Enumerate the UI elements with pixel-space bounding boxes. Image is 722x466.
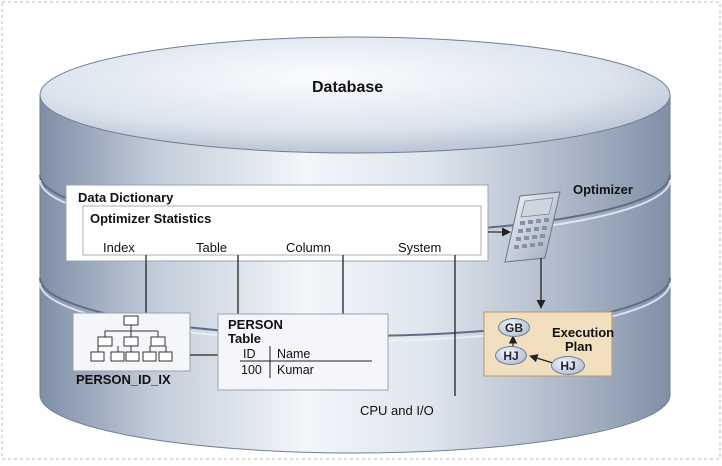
table-header-name: Name [277, 347, 311, 361]
stat-column: Column [286, 240, 331, 255]
optimizer-label: Optimizer [573, 182, 633, 197]
plan-node-hj-outer: HJ [551, 356, 585, 375]
database-title: Database [312, 79, 384, 96]
execution-plan-title-line2: Plan [565, 339, 593, 354]
stat-index: Index [103, 240, 135, 255]
plan-node-gb: GB [498, 318, 530, 337]
index-label: PERSON_ID_IX [76, 372, 171, 387]
optimizer-statistics-panel [82, 205, 482, 256]
table-cell-name: Kumar [277, 363, 314, 377]
plan-node-hj-inner: HJ [495, 346, 527, 365]
table-header-id: ID [243, 347, 256, 361]
cpu-io-label: CPU and I/O [360, 403, 434, 418]
optimizer-statistics-title: Optimizer Statistics [90, 211, 212, 226]
btree-icon [90, 315, 173, 362]
data-dictionary-title: Data Dictionary [78, 190, 174, 205]
table-cell-id: 100 [241, 363, 262, 377]
stat-system: System [398, 240, 442, 255]
person-table-title-line1: PERSON [228, 317, 283, 332]
stat-table: Table [196, 240, 228, 255]
person-table-panel [217, 313, 389, 391]
person-table-title-line2: Table [228, 331, 261, 346]
hj-to-hj-arrow [529, 354, 554, 364]
execution-plan-box [483, 311, 613, 377]
person-table-title: PERSON Table [228, 318, 283, 346]
execution-plan-title-line1: Execution [552, 325, 615, 340]
execution-plan-title: Execution Plan [552, 326, 614, 354]
calculator-icon [504, 191, 561, 263]
cylinder-top [39, 36, 671, 154]
